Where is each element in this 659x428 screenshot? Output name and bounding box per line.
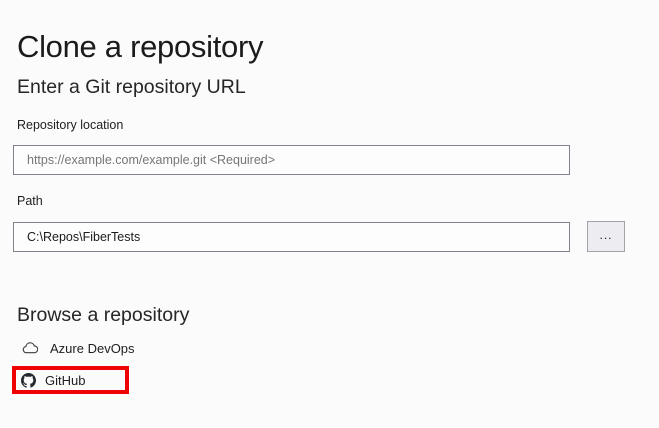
provider-item-github-highlighted[interactable]: GitHub <box>12 366 129 394</box>
cloud-icon <box>22 342 38 354</box>
provider-item-azure-devops[interactable]: Azure DevOps <box>22 340 135 356</box>
repository-location-input[interactable] <box>13 145 570 175</box>
github-icon <box>21 372 36 388</box>
path-input[interactable] <box>13 222 570 252</box>
browse-section-heading: Browse a repository <box>17 304 190 326</box>
url-section-heading: Enter a Git repository URL <box>17 76 246 98</box>
repository-location-label: Repository location <box>17 118 124 132</box>
browse-path-button[interactable]: ... <box>587 221 625 252</box>
provider-label: Azure DevOps <box>50 340 135 356</box>
page-title: Clone a repository <box>17 28 264 64</box>
provider-label: GitHub <box>45 372 86 388</box>
path-label: Path <box>17 194 43 208</box>
